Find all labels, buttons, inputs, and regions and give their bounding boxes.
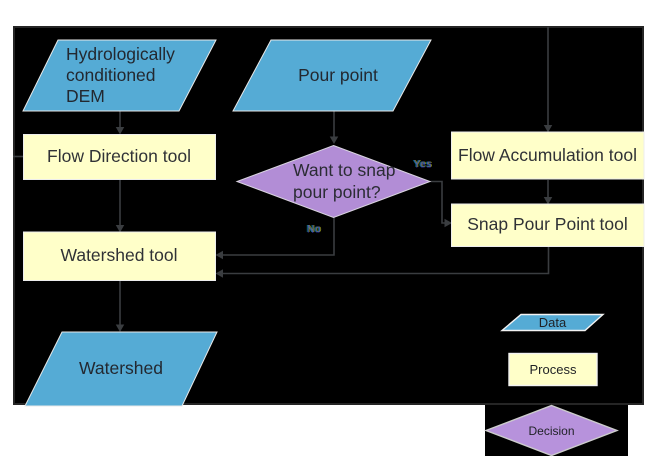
node-watershed-label: Watershed [79, 358, 163, 379]
node-decision[interactable] [235, 144, 432, 219]
arrowhead-watershedtool-to-watershed [115, 324, 125, 332]
edge-label-yes: Yes [413, 158, 433, 170]
edge-decision-yes-to-snappourpoint [430, 180, 445, 224]
arrowhead-dem-to-flowdirection [115, 127, 125, 135]
edge-snappourpoint-to-watershedtool [223, 246, 550, 275]
arrowhead-top-to-flowaccumulation [543, 125, 553, 133]
node-watershed[interactable] [24, 331, 218, 407]
edge-label-no: No [307, 224, 322, 235]
arrowhead-flowaccumulation-to-snappourpoint [543, 197, 553, 205]
legend-data-label: Data [538, 315, 567, 330]
edge-decision-no-to-watershedtool [223, 217, 335, 256]
node-flow-accumulation[interactable] [451, 131, 645, 180]
node-snap-pour-point-label: Snap Pour Point tool [467, 214, 628, 235]
node-flow-direction[interactable] [23, 134, 216, 180]
node-watershed-tool-label: Watershed tool [60, 245, 178, 266]
legend-decision-shape[interactable] [484, 404, 619, 457]
arrowhead-snappourpoint-to-watershedtool [215, 269, 223, 278]
arrowhead-flowdirection-to-watershedtool [115, 225, 125, 233]
node-flow-accumulation-label: Flow Accumulation tool [458, 144, 637, 165]
node-pour-point-label: Pour point [298, 64, 378, 85]
node-pour-point[interactable] [232, 39, 432, 112]
node-dem-label: Hydrologically conditioned DEM [66, 43, 175, 107]
arrowhead-decision-yes-to-snappourpoint [444, 218, 452, 228]
legend-process-label: Process [529, 362, 577, 377]
arrowhead-pourpoint-to-decision [329, 136, 339, 144]
legend-decision-label: Decision [528, 423, 575, 438]
node-dem[interactable] [22, 39, 217, 112]
node-decision-label: Want to snap pour point? [293, 159, 396, 203]
node-snap-pour-point[interactable] [451, 203, 645, 247]
legend-data-shape[interactable] [500, 313, 605, 332]
node-flow-direction-label: Flow Direction tool [47, 145, 191, 166]
node-watershed-tool[interactable] [23, 231, 216, 281]
legend-process-shape[interactable] [508, 352, 598, 387]
arrowhead-decision-no-to-watershedtool [215, 250, 223, 260]
